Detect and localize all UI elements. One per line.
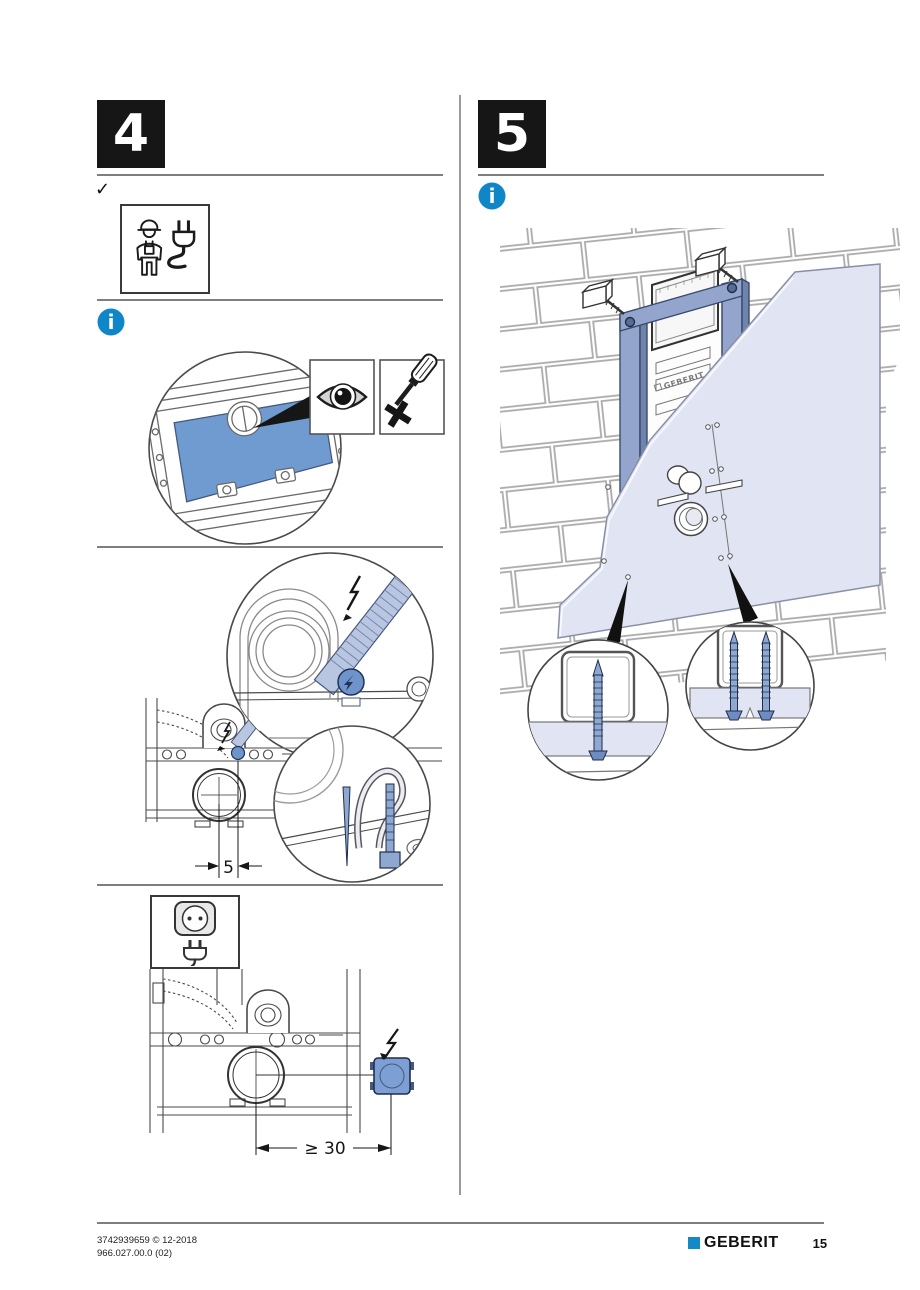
info-icon: i — [97, 308, 125, 336]
figure-socket-distance: ≥ 30 — [97, 963, 447, 1166]
water-supply-stub — [678, 471, 702, 495]
figure-conduit-routing: 5 — [97, 552, 447, 891]
column-divider — [459, 95, 461, 1195]
checkmark-icon: ✓ — [95, 179, 111, 199]
power-socket-box — [150, 895, 240, 969]
wall-bracket-right — [693, 246, 739, 284]
detail-circle-cable-tie — [273, 725, 431, 883]
lightning-bolt-socket — [383, 1028, 399, 1060]
eye-icon — [316, 383, 368, 410]
highlighted-access-panel — [173, 396, 334, 503]
covering-panel — [557, 263, 881, 639]
threaded-rod-right — [705, 479, 743, 494]
min-distance-label: ≥ 30 — [304, 1139, 345, 1159]
info-icon: i — [478, 182, 506, 210]
grommet-small — [230, 745, 246, 761]
step-4-number-box: 4 — [97, 100, 165, 168]
prerequisite-check: ✓ — [95, 179, 110, 200]
flush-mounted-socket-box — [370, 1057, 414, 1095]
callout-arrow — [253, 396, 310, 428]
pointer-right — [728, 564, 758, 624]
phillips-screwdriver-icon — [384, 353, 438, 428]
info-note-right: i — [478, 182, 506, 215]
doc-number: 3742939659 © 12-2018 — [97, 1235, 197, 1246]
rule-left-4 — [97, 884, 443, 886]
page-number: 15 — [812, 1235, 828, 1251]
figure-access-panel-inspection — [97, 340, 447, 551]
plug-icon — [167, 220, 196, 269]
footer-doc-info: 3742939659 © 12-2018 966.027.00.0 (02) — [97, 1234, 197, 1261]
step-5-number: 5 — [493, 104, 531, 164]
wall-bracket-left — [580, 278, 625, 316]
footer-brand-row: GEBERIT 15 — [688, 1234, 827, 1252]
cable-tie-tail — [342, 786, 351, 867]
info-glyph: i — [489, 184, 496, 208]
figure-frame-panelling: GEBERIT — [500, 223, 920, 833]
step-5-number-box: 5 — [478, 100, 546, 168]
threaded-rod-left — [657, 492, 689, 507]
info-note-left: i — [97, 308, 125, 341]
geberit-logo: GEBERIT — [688, 1234, 779, 1252]
electrician-icon — [136, 219, 196, 276]
geberit-logo-text: GEBERIT — [704, 1234, 779, 1251]
lightning-bolt-small — [221, 721, 231, 744]
lightning-in-grommet — [344, 674, 354, 691]
lightning-bolt-arrow — [346, 575, 362, 611]
footer-rule — [97, 1222, 824, 1224]
gap-dimension-label: 5 — [223, 858, 234, 878]
rule-left-3 — [97, 546, 443, 548]
rule-left-1 — [97, 174, 443, 176]
rule-left-2 — [97, 299, 443, 301]
socket-plug-icon — [174, 901, 216, 966]
self-tapping-screw — [588, 658, 608, 761]
dimension-5 — [195, 761, 262, 878]
panel-joint — [711, 423, 731, 561]
version-number: 966.027.00.0 (02) — [97, 1248, 173, 1260]
pointer-left — [604, 580, 628, 648]
info-glyph: i — [108, 310, 115, 334]
qualified-electrician-box — [120, 204, 210, 294]
self-tapping-screw-pair — [725, 630, 775, 721]
step-4-number: 4 — [112, 104, 150, 164]
cable-tie — [379, 783, 401, 869]
rule-right-1 — [478, 174, 824, 176]
geberit-logo-square-icon — [688, 1237, 700, 1249]
